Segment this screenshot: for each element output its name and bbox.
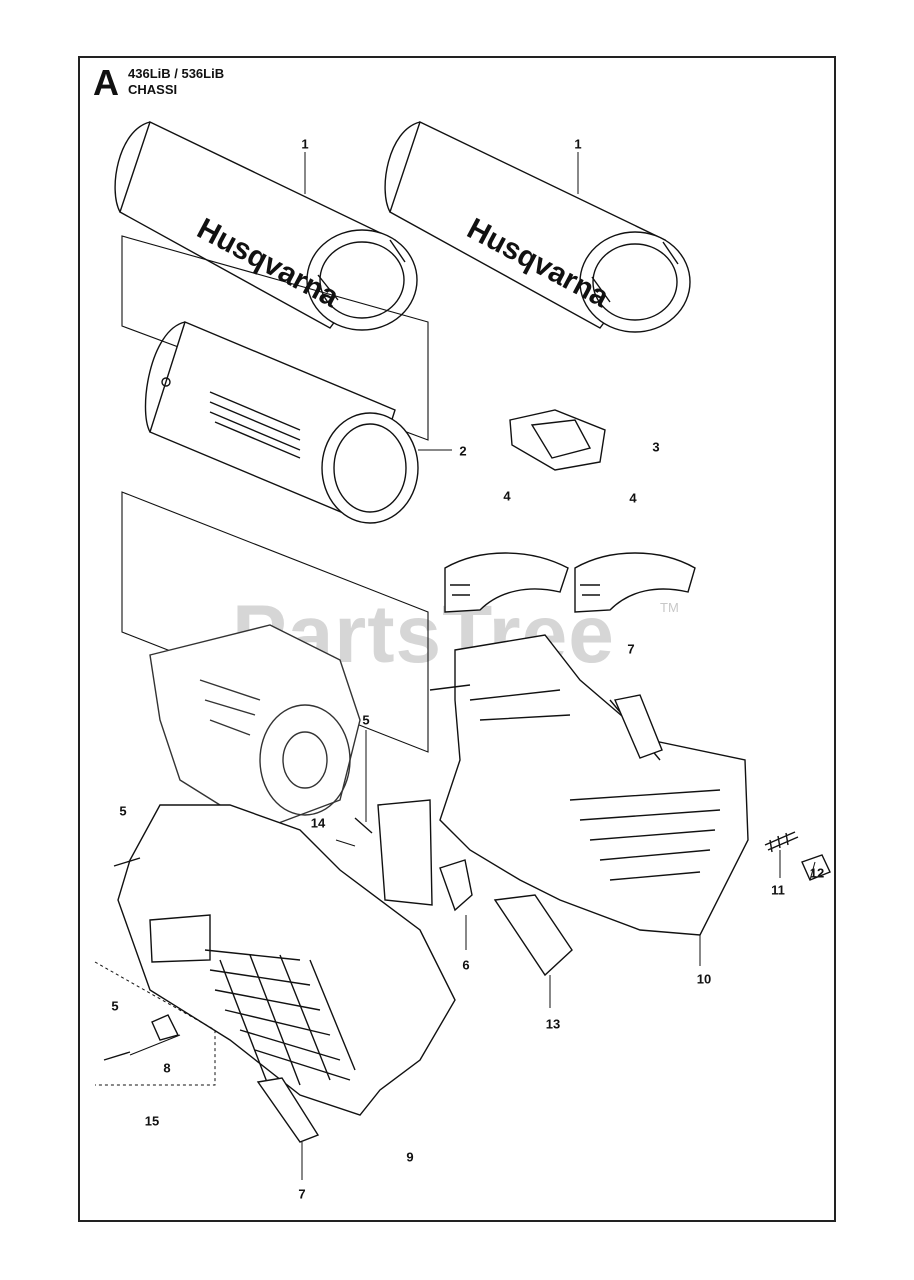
callout-12: 12 [809,865,825,881]
part-1-tube-right: Husqvarna [385,122,690,332]
callout-7: 7 [627,641,635,657]
callout-1: 1 [301,136,309,152]
callout-7: 7 [298,1186,306,1202]
model-numbers: 436LiB / 536LiB [128,66,225,81]
part-6-clip [440,860,472,910]
callout-5: 5 [119,803,127,819]
callout-14: 14 [310,815,326,831]
part-12-button [802,855,830,880]
part-3-latch [510,410,605,470]
callout-4: 4 [503,488,511,504]
part-5-screws [104,818,372,1060]
motor-assembly [150,625,360,830]
part-8-pad [152,1015,178,1040]
callout-8: 8 [163,1060,171,1076]
callout-5: 5 [362,712,370,728]
assembly-title: CHASSI [128,82,178,97]
callout-4: 4 [629,490,637,506]
part-14-bracket [378,800,432,905]
diagram-frame [78,56,836,1222]
callout-5: 5 [111,998,119,1014]
callout-9: 9 [406,1149,414,1165]
leader-lines [95,152,815,1180]
part-13-grip [495,895,572,975]
part-10-right-housing [430,635,748,935]
part-9-left-housing [118,805,455,1115]
section-letter: A [93,62,119,103]
callout-2: 2 [459,443,467,459]
part-7-covers-top [445,553,695,612]
part-1-tube-left: Husqvarna [115,122,417,330]
watermark-trademark: TM [660,600,679,615]
callout-10: 10 [696,971,712,987]
callout-15: 15 [144,1113,160,1129]
part-2-motor-housing [145,322,418,523]
callout-11: 11 [771,882,785,898]
callout-13: 13 [545,1016,561,1032]
callout-3: 3 [652,439,660,455]
part-7-grip-pad [615,695,662,758]
callout-6: 6 [462,957,470,973]
part-7-lower-grip [258,1078,318,1142]
part-11-spring [765,832,798,852]
callout-1: 1 [574,136,582,152]
